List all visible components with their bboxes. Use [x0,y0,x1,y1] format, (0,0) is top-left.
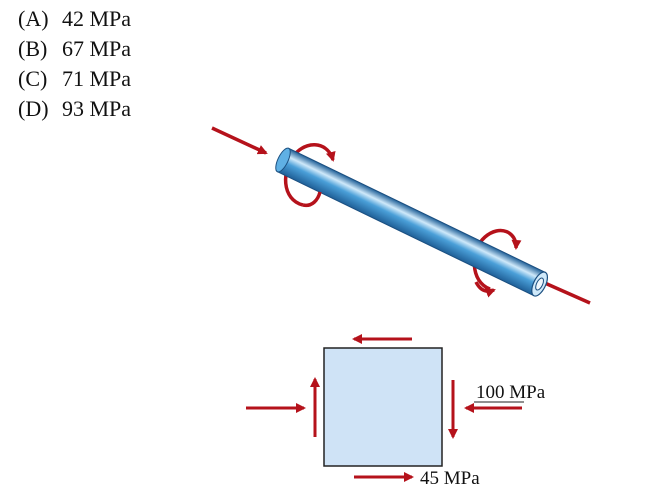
option-a: (A) 42 MPa [18,4,131,34]
torque-loop-left-front [302,191,322,208]
pipe [275,147,549,297]
torque-loop-right [472,228,522,291]
option-a-text: 42 MPa [62,6,132,31]
option-d-letter: (D) [18,96,49,121]
option-a-letter: (A) [18,6,49,31]
shear-stress-label: 45 MPa [420,468,480,489]
answer-options: (A) 42 MPa (B) 67 MPa (C) 71 MPa (D) 93 MPa [18,4,131,124]
option-c: (C) 71 MPa [18,64,131,94]
normal-stress-label: 100 MPa [476,382,546,403]
axial-arrow-left [211,126,268,155]
pipe-bore [535,277,545,291]
option-b: (B) 67 MPa [18,34,131,64]
option-b-letter: (B) [18,36,48,61]
stress-element [323,347,443,467]
option-d: (D) 93 MPa [18,94,131,124]
pipe-left-end [275,147,291,173]
option-d-text: 93 MPa [62,96,132,121]
torque-loop-right-front [474,281,496,298]
option-b-text: 67 MPa [62,36,132,61]
option-c-text: 71 MPa [62,66,132,91]
option-c-letter: (C) [18,66,48,91]
